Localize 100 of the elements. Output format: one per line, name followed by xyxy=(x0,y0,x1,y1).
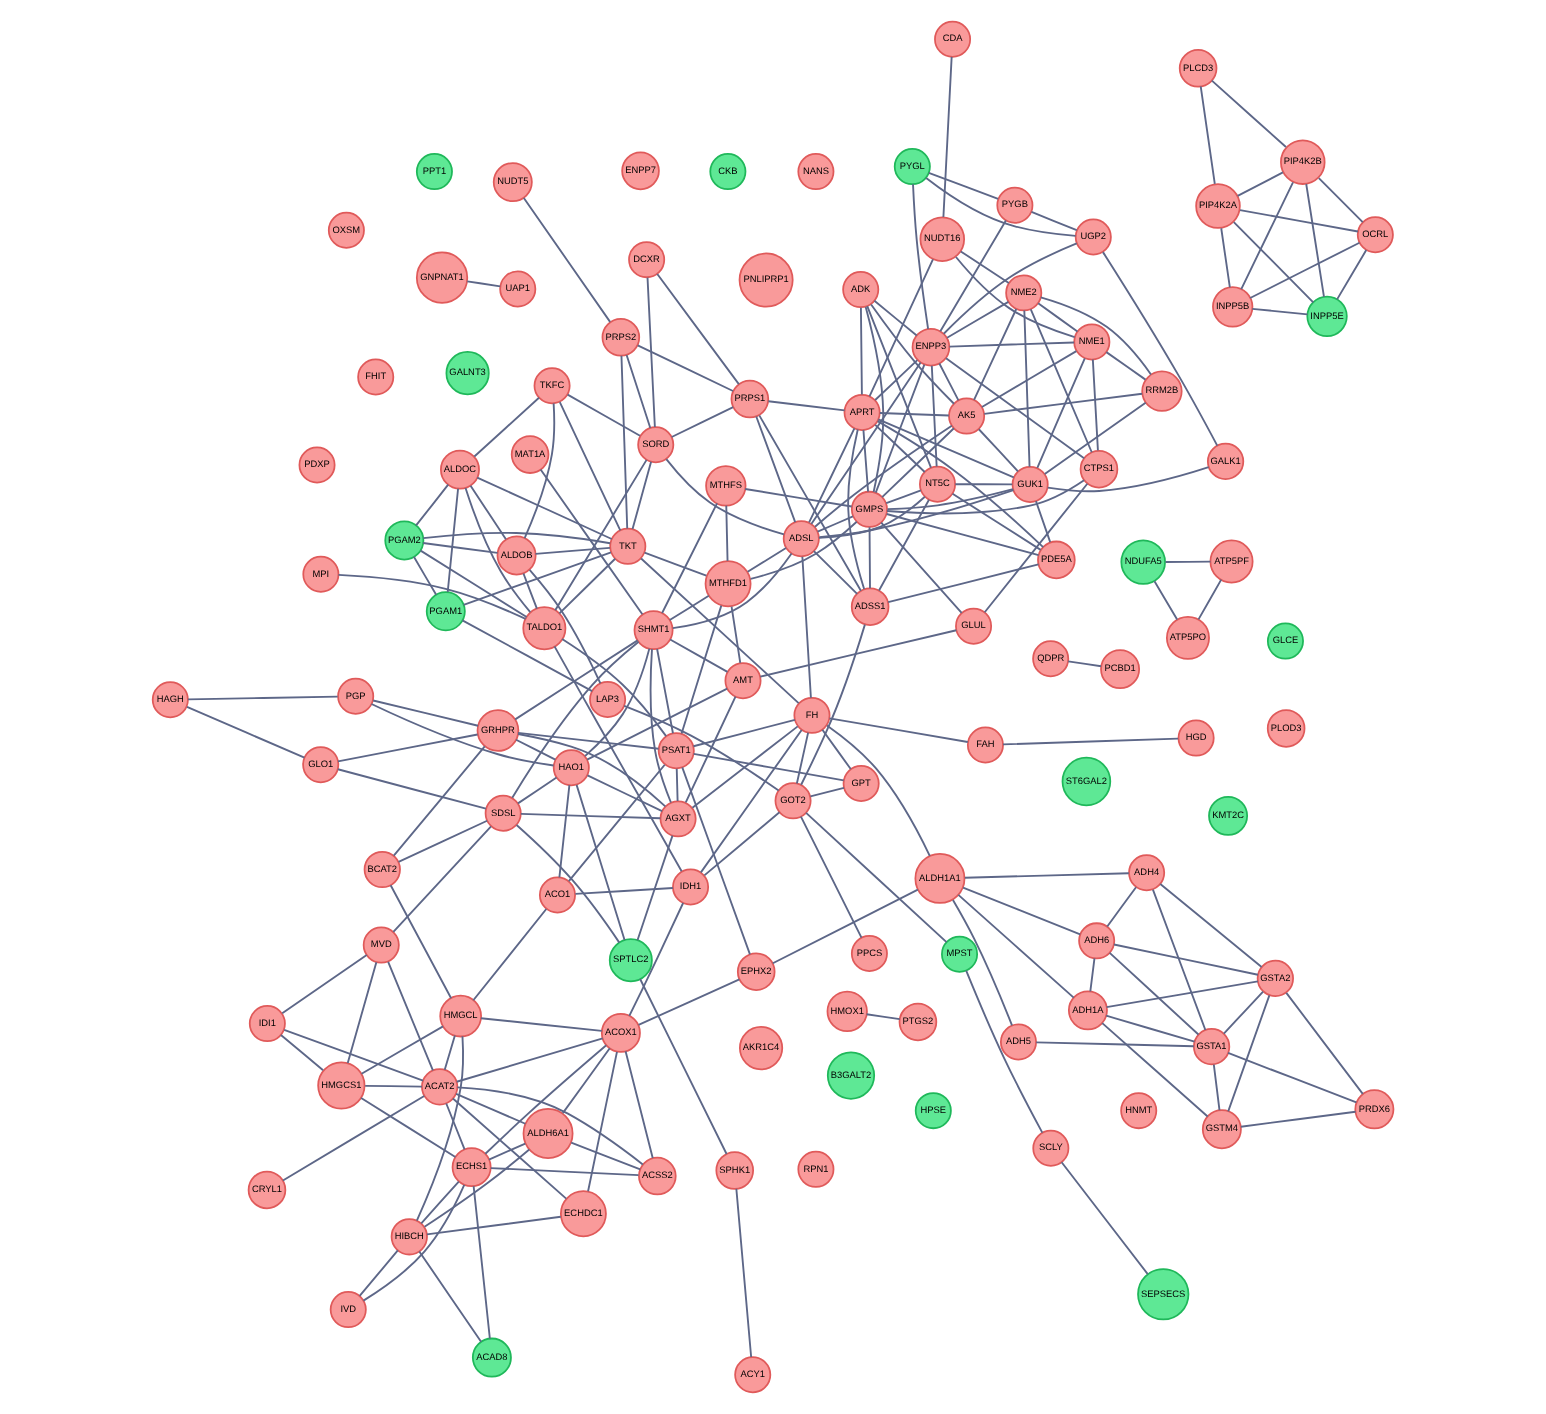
connector xyxy=(1046,466,1210,493)
connector xyxy=(415,1035,464,1222)
connector xyxy=(744,488,853,508)
connector xyxy=(558,784,571,879)
connector xyxy=(461,619,594,692)
connector xyxy=(951,492,1042,551)
connector xyxy=(1023,309,1031,468)
connector xyxy=(878,412,950,417)
connector xyxy=(561,1047,611,1115)
connector xyxy=(570,1141,642,1171)
connector xyxy=(187,695,339,701)
connector xyxy=(637,978,741,1026)
connector xyxy=(730,605,742,664)
connector xyxy=(876,420,1045,549)
connector xyxy=(1035,1041,1195,1048)
connector xyxy=(681,766,751,956)
connector xyxy=(1105,1014,1196,1043)
connector xyxy=(1285,991,1364,1095)
connector xyxy=(646,276,656,428)
connector xyxy=(283,1028,424,1082)
connector xyxy=(519,812,662,820)
connector xyxy=(360,1025,444,1075)
connector xyxy=(1305,183,1325,298)
connector xyxy=(1317,177,1364,223)
connector xyxy=(973,308,1018,401)
connector xyxy=(346,961,378,1064)
connector xyxy=(795,731,810,785)
connector xyxy=(628,902,685,1017)
connector xyxy=(865,1013,901,1021)
connector xyxy=(665,458,785,536)
connector xyxy=(558,557,617,615)
connector xyxy=(759,629,958,678)
connector xyxy=(584,647,651,758)
connector xyxy=(725,504,729,562)
connector xyxy=(771,888,919,965)
connector xyxy=(878,498,930,592)
connector xyxy=(758,414,862,592)
connector xyxy=(360,1097,457,1158)
connector xyxy=(1035,500,1052,544)
connector xyxy=(337,573,527,620)
connector xyxy=(1212,1063,1221,1111)
connector xyxy=(656,273,740,386)
connector xyxy=(885,513,1040,557)
connector xyxy=(1060,1161,1149,1275)
connector xyxy=(1113,943,1259,976)
connector xyxy=(1105,351,1147,381)
connector xyxy=(821,728,852,770)
connector xyxy=(1199,85,1216,185)
connector xyxy=(680,604,723,735)
connector xyxy=(631,460,653,531)
connector xyxy=(691,725,799,809)
connector xyxy=(699,729,803,874)
connector xyxy=(874,423,926,473)
connector xyxy=(808,427,856,524)
connector xyxy=(877,418,1015,479)
connector xyxy=(620,354,629,530)
connector xyxy=(1106,886,1137,928)
connector xyxy=(639,978,728,1155)
connector xyxy=(472,908,548,1002)
connector xyxy=(186,705,306,759)
connector xyxy=(476,476,613,540)
connector xyxy=(1029,308,1093,454)
connector xyxy=(1043,401,1147,476)
connector xyxy=(675,767,679,802)
connector xyxy=(464,487,532,614)
connector xyxy=(881,427,955,499)
connector xyxy=(809,786,845,798)
connector xyxy=(462,551,612,606)
connector xyxy=(977,428,1019,473)
connector xyxy=(816,515,854,533)
connector xyxy=(886,488,1014,511)
connector xyxy=(1002,737,1180,746)
connector xyxy=(517,731,660,750)
connector xyxy=(418,1250,483,1343)
connector xyxy=(1220,227,1231,289)
connector xyxy=(800,815,863,939)
connector xyxy=(472,1185,491,1340)
connector xyxy=(575,783,626,941)
connector xyxy=(912,183,930,330)
connector xyxy=(1232,221,1315,304)
connector xyxy=(1108,951,1200,1036)
connector xyxy=(1030,211,1078,232)
connector xyxy=(422,531,612,545)
connector xyxy=(952,899,1013,1027)
connector xyxy=(392,825,492,933)
connector xyxy=(927,171,1000,200)
connector xyxy=(656,648,674,735)
connector xyxy=(469,484,507,541)
connector xyxy=(755,415,797,524)
connector xyxy=(868,258,934,398)
connector xyxy=(643,551,708,577)
connector xyxy=(749,520,858,580)
connector xyxy=(965,969,1044,1134)
connector xyxy=(671,552,793,630)
connector xyxy=(443,1034,456,1071)
connector xyxy=(942,55,953,218)
connector xyxy=(661,502,718,614)
connector xyxy=(1036,357,1086,469)
connector xyxy=(554,458,648,612)
connector xyxy=(735,1188,753,1358)
